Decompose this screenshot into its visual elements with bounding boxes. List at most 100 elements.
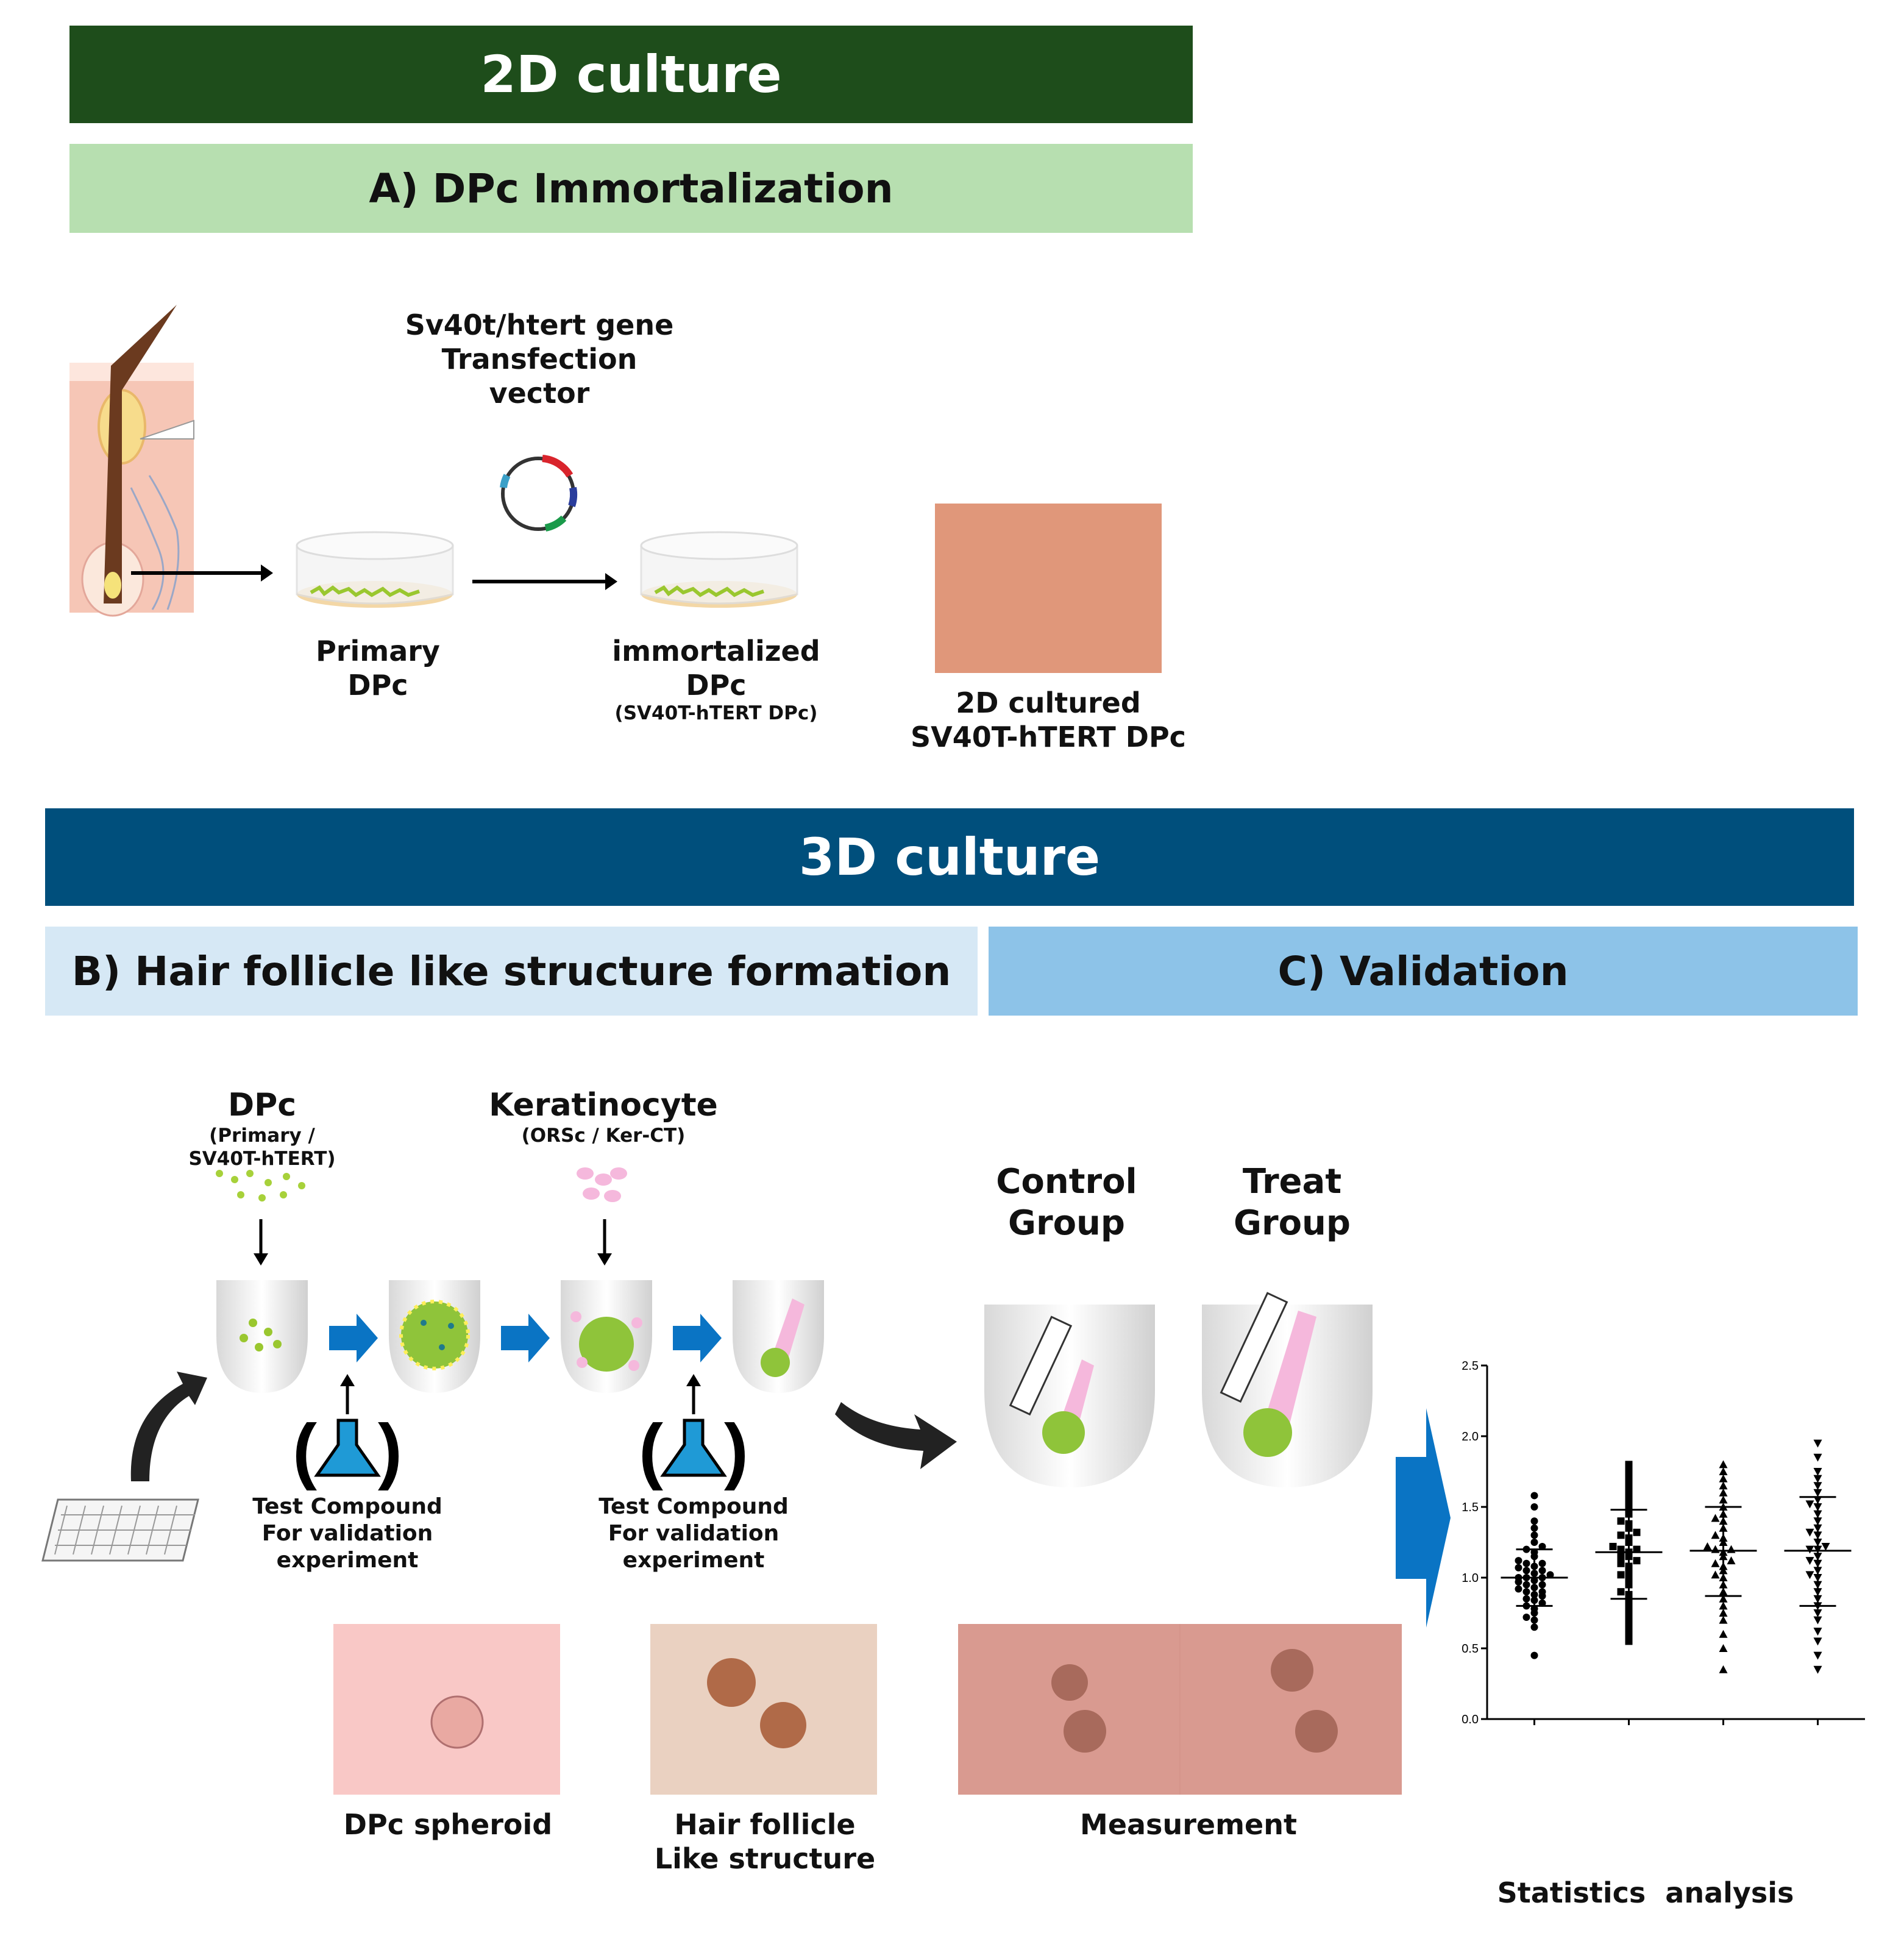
test-compound-1-line-2: For validation: [261, 1520, 433, 1546]
statistics-caption: Statistics analysis: [1475, 1807, 1816, 1944]
data-point: [1719, 1495, 1728, 1504]
well-2: [389, 1280, 480, 1393]
data-point: [1625, 1503, 1633, 1511]
data-point: [1625, 1616, 1633, 1624]
data-point: [1633, 1557, 1641, 1565]
data-point: [1609, 1542, 1617, 1550]
data-point: [1711, 1570, 1720, 1579]
data-point: [1530, 1503, 1538, 1511]
banner-dpc-immortalization: A) DPc Immortalization: [69, 144, 1193, 233]
measurement-caption-text: Measurement: [1080, 1808, 1297, 1841]
measurement-caption: Measurement: [1036, 1807, 1341, 1842]
data-point: [1719, 1467, 1728, 1475]
data-point: [1727, 1556, 1736, 1565]
follicle-caption: Hair follicle Like structure: [634, 1807, 896, 1876]
y-tick-label: 1.0: [1462, 1572, 1479, 1585]
banner-validation: C) Validation: [989, 927, 1858, 1016]
data-point: [1625, 1475, 1633, 1483]
data-point: [1813, 1475, 1822, 1483]
data-point: [1805, 1557, 1814, 1565]
data-point: [1719, 1601, 1728, 1610]
banner-validation-title: C) Validation: [1277, 947, 1569, 995]
data-point: [1719, 1629, 1728, 1638]
test-compound-label-2: Test Compound For validation experiment: [590, 1494, 797, 1574]
data-point: [1625, 1602, 1633, 1610]
data-point: [1813, 1482, 1822, 1490]
test-compound-label-1: Test Compound For validation experiment: [244, 1494, 451, 1574]
data-point: [1805, 1500, 1814, 1509]
keratinocyte-title: Keratinocyte (ORSc / Ker-CT): [481, 1086, 725, 1148]
control-line-1: Control: [996, 1162, 1137, 1202]
data-point: [1625, 1609, 1633, 1617]
data-point: [1625, 1489, 1633, 1497]
follicle-caption-line-1: Hair follicle: [674, 1808, 856, 1841]
control-line-2: Group: [1007, 1203, 1125, 1244]
data-point: [1515, 1585, 1522, 1593]
data-point: [1727, 1545, 1736, 1553]
data-point: [1719, 1474, 1728, 1483]
cultured-dpc-line-1: 2D cultured: [956, 686, 1141, 719]
blue-arrows: [329, 1314, 722, 1362]
data-point: [1617, 1571, 1625, 1579]
data-point: [1813, 1609, 1822, 1617]
well-4: [733, 1280, 824, 1393]
svg-text:): ): [724, 1409, 748, 1491]
banner-2d-culture-title: 2D culture: [480, 45, 782, 104]
y-tick-label: 2.0: [1462, 1430, 1479, 1444]
petri-dish-primary: [296, 531, 454, 608]
data-point: [1813, 1489, 1822, 1497]
banner-hair-follicle-title: B) Hair follicle like structure formatio…: [71, 947, 951, 995]
treat-line-2: Group: [1233, 1203, 1351, 1244]
data-point: [1719, 1488, 1728, 1497]
transfection-label: Sv40t/htert gene Transfection vector: [366, 308, 713, 410]
data-point: [1625, 1637, 1633, 1645]
test-compound-1-line-1: Test Compound: [252, 1494, 442, 1519]
y-tick-label: 0.5: [1462, 1642, 1479, 1656]
transfection-line-3: vector: [489, 377, 590, 410]
treat-group-label: Treat Group: [1201, 1161, 1384, 1245]
data-point: [1522, 1595, 1530, 1603]
data-point: [1719, 1460, 1728, 1469]
immortalized-dpc-sub: (SV40T-hTERT DPc): [614, 702, 818, 725]
keratinocyte-title-text: Keratinocyte: [489, 1087, 718, 1123]
well-plate-icon: [41, 1498, 199, 1562]
curved-arrow-2: [835, 1402, 957, 1469]
data-point: [1633, 1545, 1641, 1553]
data-point: [1538, 1559, 1546, 1567]
panel-a-illustration: [69, 305, 1162, 673]
panel-bc-illustration: ( ) ( ): [41, 1167, 1451, 1795]
data-point: [1538, 1581, 1546, 1589]
data-point: [1813, 1439, 1822, 1448]
data-point: [1625, 1468, 1633, 1475]
data-point: [1530, 1539, 1538, 1546]
data-point: [1522, 1559, 1530, 1567]
data-point: [1530, 1524, 1538, 1532]
data-point: [1813, 1468, 1822, 1476]
control-well: [984, 1305, 1155, 1487]
dpc-cells-icon: [216, 1170, 305, 1202]
banner-3d-culture-title: 3D culture: [798, 827, 1101, 887]
data-point: [1546, 1571, 1554, 1579]
statistics-caption-text: Statistics analysis: [1497, 1876, 1794, 1910]
big-blue-arrow: [1396, 1408, 1451, 1628]
curved-arrow-1: [130, 1372, 207, 1481]
data-point: [1711, 1514, 1720, 1522]
data-point: [1530, 1623, 1538, 1631]
data-point: [1530, 1605, 1538, 1613]
plasmid-vector-icon: [500, 455, 578, 532]
y-tick-label: 2.5: [1462, 1359, 1479, 1373]
data-point: [1703, 1542, 1712, 1550]
data-point: [1538, 1567, 1546, 1575]
flask-icon-2: ( ): [639, 1409, 748, 1491]
data-point: [1813, 1616, 1822, 1625]
data-point: [1813, 1637, 1822, 1646]
data-point: [1813, 1628, 1822, 1636]
transfection-line-2: Transfection: [441, 343, 638, 376]
data-point: [1530, 1531, 1538, 1539]
data-point: [1538, 1542, 1546, 1550]
data-point: [1719, 1665, 1728, 1673]
data-point: [1813, 1651, 1822, 1660]
data-point: [1813, 1453, 1822, 1462]
follicle-caption-line-2: Like structure: [654, 1842, 876, 1876]
transfection-line-1: Sv40t/htert gene: [405, 308, 674, 341]
